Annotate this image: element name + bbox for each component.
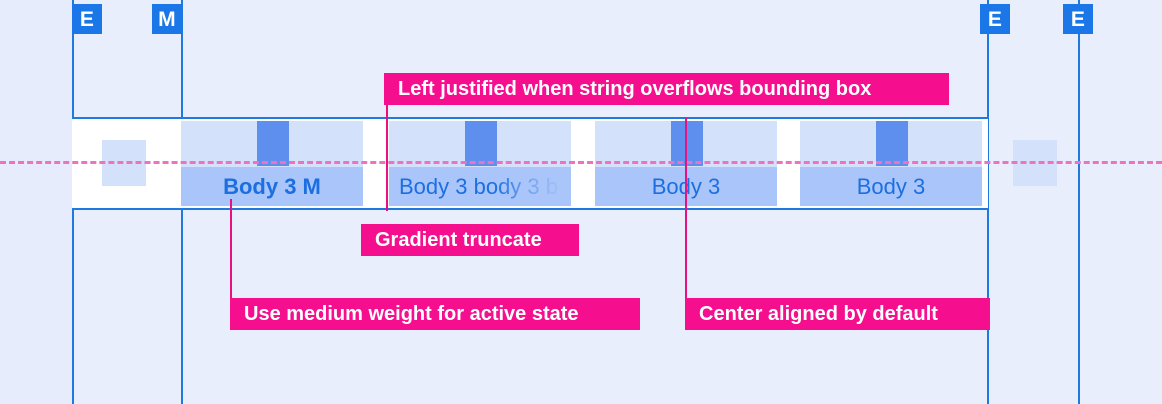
tab-body-3-m[interactable]: Body 3 M bbox=[181, 121, 363, 206]
annotation-left-justified-leader bbox=[386, 105, 389, 211]
tab-icon bbox=[876, 121, 908, 166]
tab-icon bbox=[257, 121, 289, 166]
marker-e-right-outer: E bbox=[1063, 4, 1093, 34]
marker-label: M bbox=[158, 7, 176, 31]
background-strip bbox=[0, 0, 72, 404]
tab-body-3-right[interactable]: Body 3 bbox=[800, 121, 982, 206]
guide-right-outer bbox=[1078, 0, 1080, 404]
annotation-text: Gradient truncate bbox=[375, 228, 542, 251]
annotation-center-aligned-leader bbox=[685, 118, 688, 298]
annotation-medium-weight: Use medium weight for active state bbox=[230, 298, 640, 330]
annotation-text: Left justified when string overflows bou… bbox=[398, 77, 872, 100]
marker-label: E bbox=[987, 7, 1003, 31]
tab-icon-bounding-box bbox=[181, 121, 363, 167]
marker-label: E bbox=[79, 7, 95, 31]
annotation-gradient-truncate: Gradient truncate bbox=[361, 224, 579, 256]
center-baseline-guide bbox=[0, 161, 1162, 164]
annotation-left-justified: Left justified when string overflows bou… bbox=[384, 73, 949, 105]
marker-e-left-outer: E bbox=[72, 4, 102, 34]
tab-label: Body 3 body 3 b bbox=[399, 174, 559, 199]
annotation-text: Use medium weight for active state bbox=[244, 302, 579, 325]
tab-icon bbox=[465, 121, 497, 166]
tab-label-bounding-box: Body 3 body 3 b bbox=[389, 167, 571, 206]
tab-label-bounding-box: Body 3 M bbox=[181, 167, 363, 206]
tab-label: Body 3 bbox=[856, 174, 926, 199]
annotation-center-aligned: Center aligned by default bbox=[685, 298, 990, 330]
marker-e-right-inner: E bbox=[980, 4, 1010, 34]
tab-icon-bounding-box bbox=[389, 121, 571, 167]
tab-label: Body 3 M bbox=[223, 174, 321, 199]
marker-label: E bbox=[1070, 7, 1086, 31]
tab-label-bounding-box: Body 3 bbox=[800, 167, 982, 206]
tab-icon-bounding-box bbox=[800, 121, 982, 167]
marker-m-left-inner: M bbox=[152, 4, 182, 34]
annotation-medium-weight-leader bbox=[230, 199, 233, 298]
annotation-text: Center aligned by default bbox=[699, 302, 938, 325]
